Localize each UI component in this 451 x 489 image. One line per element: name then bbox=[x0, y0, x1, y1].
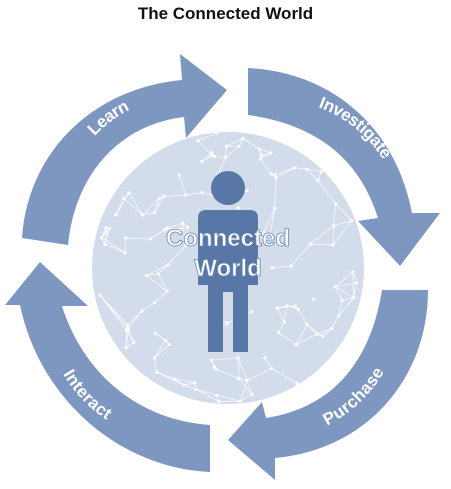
page-title: The Connected World bbox=[137, 4, 314, 23]
person-icon bbox=[198, 171, 258, 352]
connected-world-circle: Connected World bbox=[92, 132, 364, 404]
center-label-line1: Connected bbox=[166, 225, 290, 252]
center-label-line2: World bbox=[194, 255, 262, 282]
